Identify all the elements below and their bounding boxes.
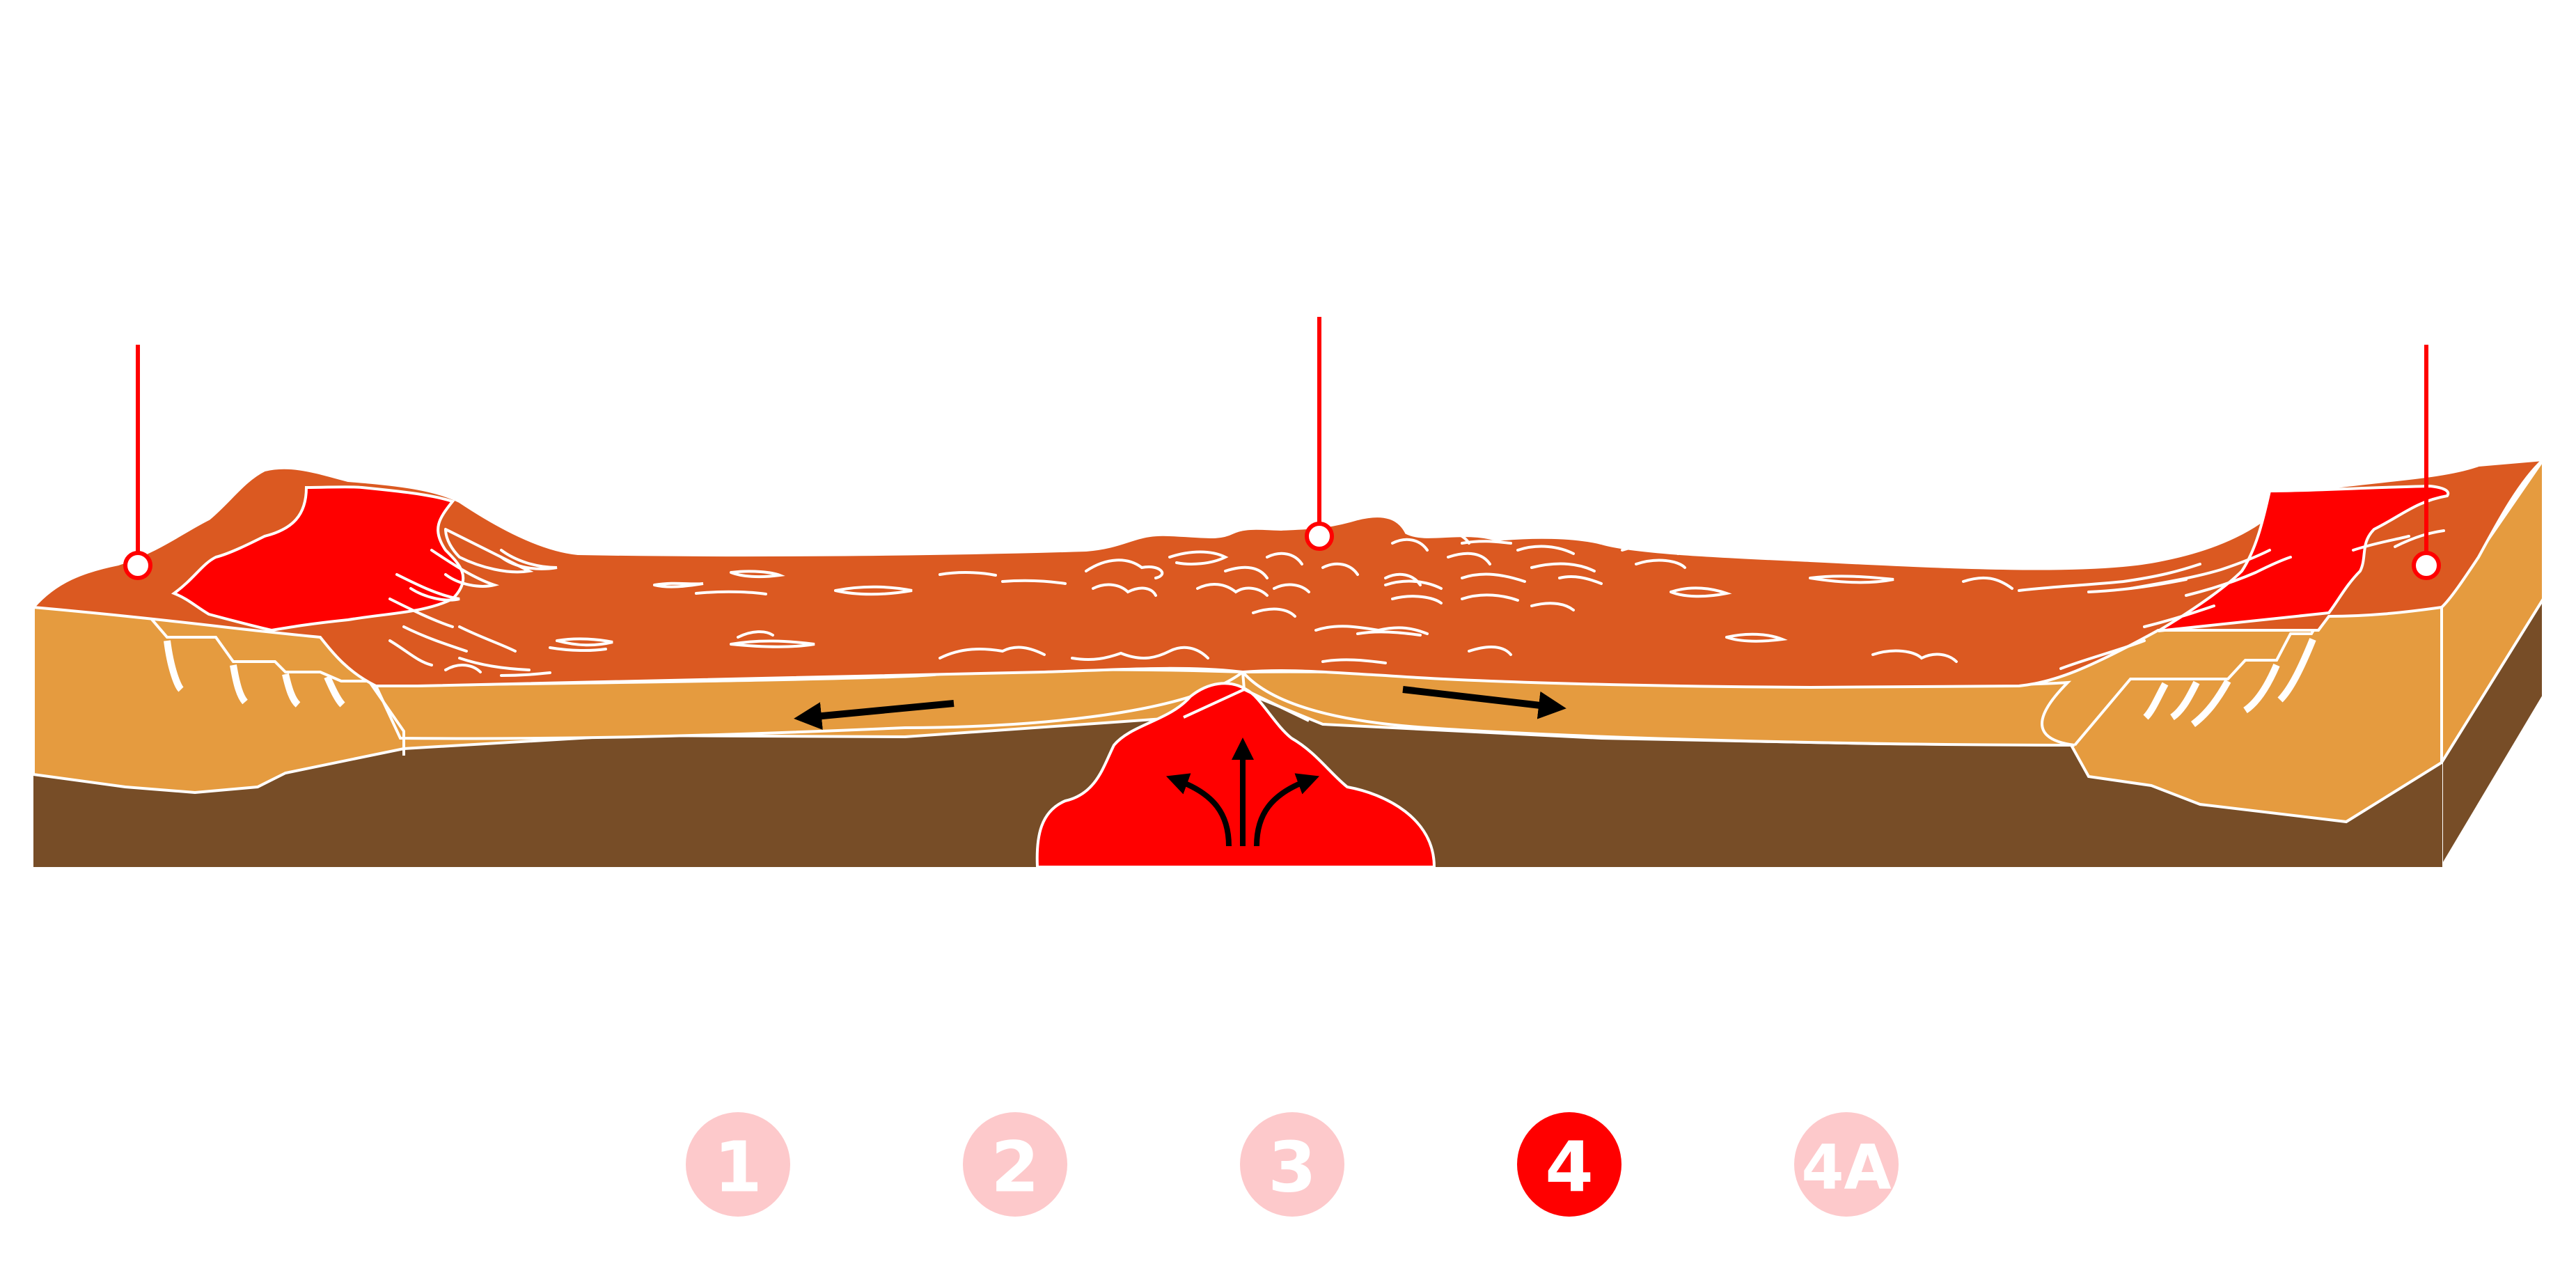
right-magma [2157,484,2450,632]
marker-pins [123,317,2441,580]
step-circle [963,1112,1067,1217]
arrow-left-icon [794,700,955,731]
step-button-2[interactable]: 2 [963,1112,1067,1217]
arrow-up-right-icon [1254,773,1320,847]
arrow-right-icon [1402,686,1566,719]
marker-pin-center[interactable] [1305,317,1334,551]
step-label: 1 [714,1127,762,1208]
step-button-3[interactable]: 3 [1240,1112,1344,1217]
step-circle [1240,1112,1344,1217]
ridge-axis [1183,671,1310,722]
step-button-4[interactable]: 4 [1517,1112,1621,1217]
left-magma [171,485,465,632]
left-fault-blocks [145,611,405,756]
step-label: 3 [1268,1127,1317,1208]
block-diagram [30,455,2547,873]
step-circle [1794,1112,1899,1217]
step-circle [686,1112,790,1217]
step-label: 4 [1545,1127,1594,1208]
ocean [30,458,2547,689]
right-fault-blocks [2073,615,2323,747]
step-navigation: 1 2 3 4 4A [686,1112,1899,1217]
magma-upwelling-arrows [1165,737,1320,847]
step-button-1[interactable]: 1 [686,1112,790,1217]
step-circle [1517,1112,1621,1217]
step-label: 4A [1801,1132,1891,1203]
arrow-up-left-icon [1165,773,1232,847]
ocean-texture [388,528,2445,677]
ridge-magma-plume [1035,682,1436,868]
step-button-4a[interactable]: 4A [1794,1112,1899,1217]
marker-pin-right[interactable] [2412,345,2441,580]
marker-pin-left[interactable] [123,345,152,580]
step-label: 2 [991,1127,1039,1208]
